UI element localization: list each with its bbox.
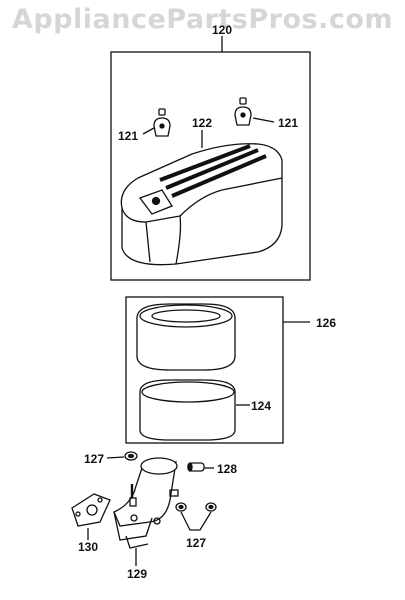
leader-127-top xyxy=(106,456,125,459)
gasket-130 xyxy=(71,493,111,527)
air-cleaner-cover-part xyxy=(120,143,283,266)
nut-127-lower-right xyxy=(205,502,217,512)
knob-121-right xyxy=(234,97,252,126)
leader-121-right xyxy=(252,117,275,123)
leader-127-lower xyxy=(180,511,212,531)
paper-filter-element xyxy=(136,303,236,371)
label-128: 128 xyxy=(217,462,237,476)
label-124: 124 xyxy=(251,399,271,413)
nut-127-lower-left xyxy=(175,502,187,512)
leader-121-left xyxy=(142,127,155,135)
nut-127-top xyxy=(124,451,138,461)
label-127-lower: 127 xyxy=(186,536,206,550)
air-cleaner-base-129 xyxy=(113,457,179,549)
label-120: 120 xyxy=(212,23,232,37)
tube-128 xyxy=(187,462,205,472)
label-130: 130 xyxy=(78,540,98,554)
foam-pre-cleaner xyxy=(139,379,236,441)
label-121-left: 121 xyxy=(118,129,138,143)
label-121-right: 121 xyxy=(278,116,298,130)
watermark: AppliancePartsPros.com xyxy=(11,4,394,35)
label-122: 122 xyxy=(192,116,212,130)
air-cleaner-cover-box xyxy=(110,51,311,281)
label-129: 129 xyxy=(127,567,147,581)
label-127-top: 127 xyxy=(84,452,104,466)
filter-element-box xyxy=(125,296,284,444)
label-126: 126 xyxy=(316,316,336,330)
knob-121-left xyxy=(153,108,171,137)
